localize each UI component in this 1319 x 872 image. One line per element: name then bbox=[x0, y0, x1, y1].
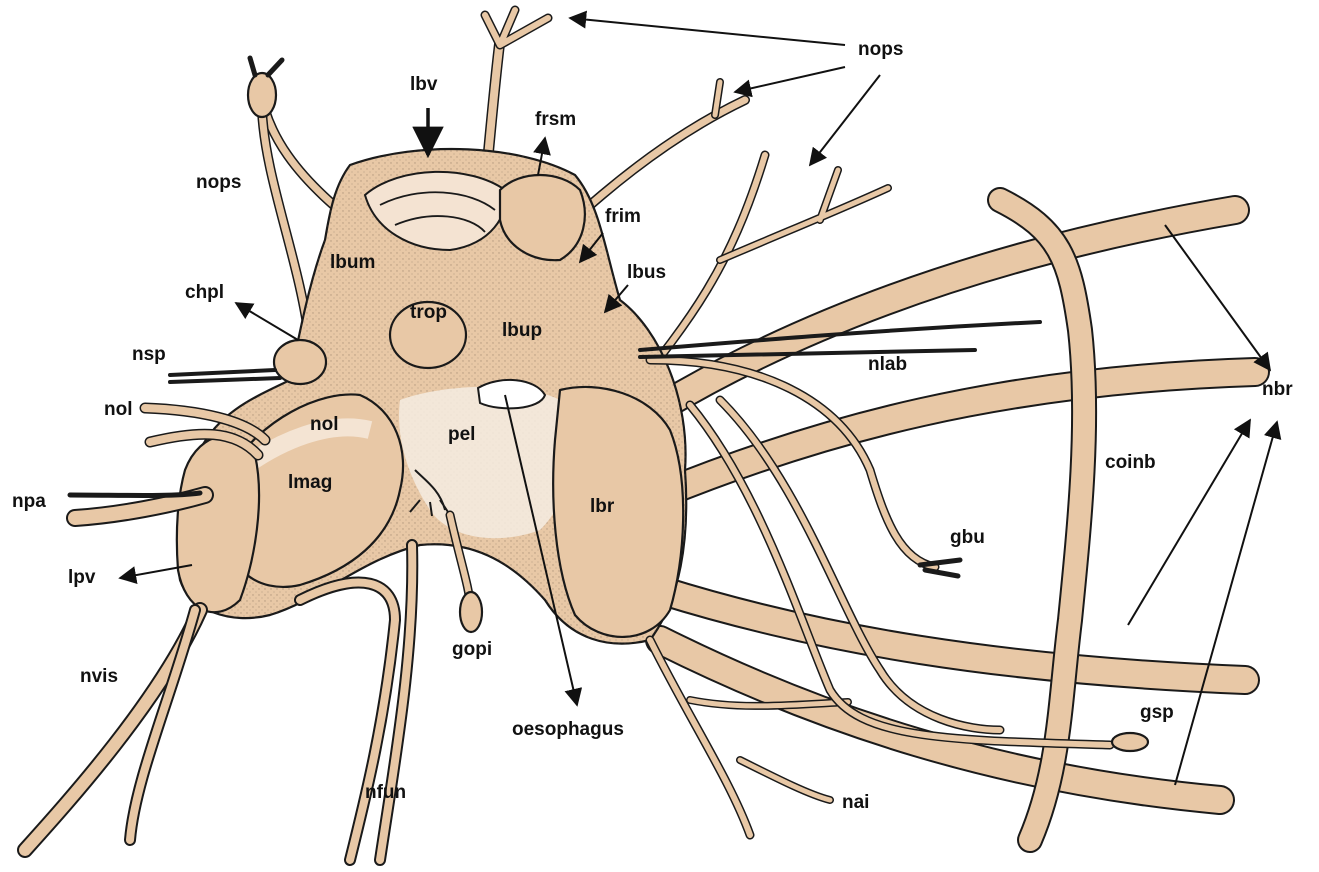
label-lbup: lbup bbox=[502, 320, 542, 341]
arrow-chpl bbox=[236, 303, 298, 340]
label-nbr: nbr bbox=[1262, 379, 1293, 400]
label-trop: trop bbox=[410, 302, 447, 323]
label-coinb: coinb bbox=[1105, 452, 1156, 473]
label-gsp: gsp bbox=[1140, 702, 1174, 723]
label-gopi: gopi bbox=[452, 639, 492, 660]
branchial-nerves bbox=[640, 200, 1255, 840]
arrow-nbr-3 bbox=[1175, 422, 1277, 785]
label-lpv: lpv bbox=[68, 567, 96, 588]
label-nops-top: nops bbox=[858, 39, 903, 60]
label-nol-inner: nol bbox=[310, 414, 339, 435]
label-frim: frim bbox=[605, 206, 641, 227]
label-oesophagus: oesophagus bbox=[512, 719, 624, 740]
arrow-nops-2 bbox=[735, 67, 845, 92]
label-lmag: lmag bbox=[288, 472, 332, 493]
arrow-nbr-2 bbox=[1128, 420, 1250, 625]
label-nops-left: nops bbox=[196, 172, 241, 193]
arrow-nops-3 bbox=[810, 75, 880, 165]
label-frsm: frsm bbox=[535, 109, 576, 130]
arrow-nbr-1 bbox=[1165, 225, 1270, 370]
label-lbr: lbr bbox=[590, 496, 615, 517]
label-nlab: nlab bbox=[868, 354, 907, 375]
label-lbus: lbus bbox=[627, 262, 666, 283]
label-nsp: nsp bbox=[132, 344, 166, 365]
label-chpl: chpl bbox=[185, 282, 224, 303]
label-nai: nai bbox=[842, 792, 869, 813]
arrow-nops-1 bbox=[570, 18, 845, 45]
label-nvis: nvis bbox=[80, 666, 118, 687]
label-nol-outer: nol bbox=[104, 399, 133, 420]
label-nfun: nfun bbox=[365, 782, 406, 803]
label-lbum: lbum bbox=[330, 252, 375, 273]
label-lbv: lbv bbox=[410, 74, 438, 95]
label-pel: pel bbox=[448, 424, 475, 445]
label-npa: npa bbox=[12, 491, 46, 512]
label-gbu: gbu bbox=[950, 527, 985, 548]
